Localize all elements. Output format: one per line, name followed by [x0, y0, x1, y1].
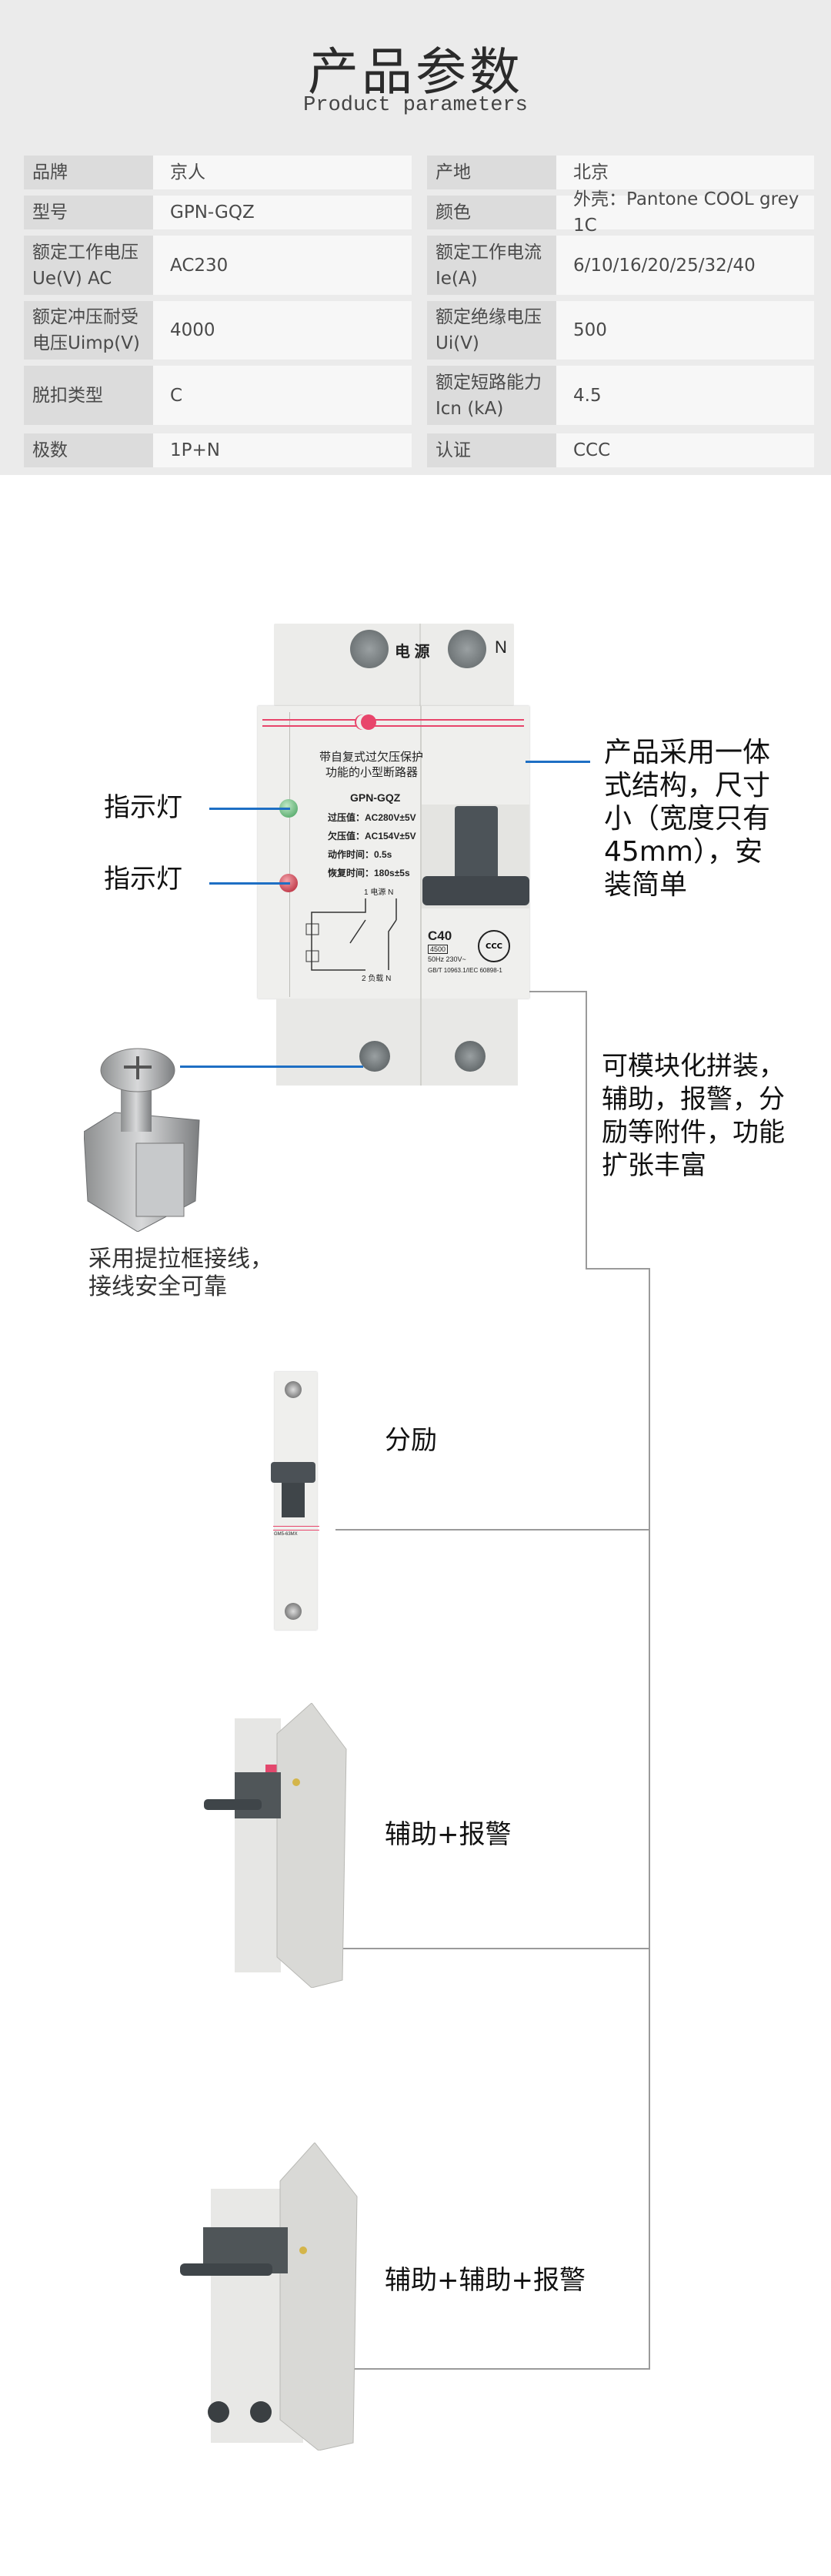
brand-logo — [361, 714, 376, 730]
device-description: 带自复式过欠压保护 — [319, 751, 424, 764]
param-value: CCC — [556, 433, 814, 467]
param-label: 产地 — [427, 156, 556, 189]
accessory-shunt-photo: GM5-63MX — [271, 1372, 326, 1630]
modular-note: 可模块化拼装，辅助，报警，分励等附件，功能扩张丰富 — [602, 1051, 785, 1181]
param-value: AC230 — [153, 236, 412, 295]
breaker-photo: 电 源 N 带自复式过欠压保护 功能的小型断路器 GPN-GQZ 过压值：AC2… — [258, 624, 529, 1086]
param-label: 认证 — [427, 433, 556, 467]
device-top-n: N — [495, 637, 507, 657]
brand-stripe — [262, 719, 524, 727]
diagram-label: 2 负载 N — [362, 975, 392, 983]
param-label: 颜色 — [427, 196, 556, 229]
accessory-label: 辅助+报警 — [385, 1819, 512, 1850]
indicator-label: 指示灯 — [104, 864, 182, 895]
accessory-label: 辅助+辅助+报警 — [385, 2265, 586, 2296]
terminal-note: 采用提拉框接线，接线安全可靠 — [88, 1246, 273, 1300]
param-value: 外壳：Pantone COOL grey 1C — [556, 189, 814, 236]
device-spec: 动作时间：0.5s — [328, 849, 392, 860]
device-spec: 欠压值：AC154V±5V — [328, 831, 416, 841]
bracket-line — [649, 1268, 650, 2370]
param-label: 额定短路能力 Icn (kA) — [427, 366, 556, 425]
device-standard: GB/T 10963.1/IEC 60898-1 — [428, 967, 502, 974]
param-value: 1P+N — [153, 433, 412, 467]
accessory-label: 分励 — [385, 1425, 437, 1456]
device-freq: 50Hz 230V~ — [428, 955, 466, 963]
screw-icon — [448, 630, 486, 668]
param-label: 品牌 — [24, 156, 153, 189]
param-value: 京人 — [153, 156, 412, 189]
leader-line — [180, 1066, 363, 1068]
accessory-aux-alarm-photo — [204, 1703, 347, 1988]
param-value: 6/10/16/20/25/32/40 — [556, 236, 814, 295]
param-label: 额定绝缘电压 Ui(V) — [427, 301, 556, 360]
bracket-line — [335, 1529, 650, 1531]
cage-terminal-photo — [84, 1048, 200, 1232]
bracket-line — [335, 1948, 650, 1949]
param-label: 型号 — [24, 196, 153, 229]
param-value: C — [153, 366, 412, 425]
page-subtitle: Product parameters — [303, 94, 528, 117]
param-value: 北京 — [556, 156, 814, 189]
breaker-handle — [455, 806, 498, 887]
param-value: 4.5 — [556, 366, 814, 425]
bracket-line — [529, 991, 587, 992]
indicator-label: 指示灯 — [104, 792, 182, 823]
screw-icon — [359, 1041, 390, 1072]
page-title: 产品参数 — [308, 42, 523, 102]
circuit-diagram-icon — [305, 898, 397, 971]
device-spec: 恢复时间：180s±5s — [328, 868, 410, 878]
leader-line — [209, 808, 290, 810]
screw-icon — [350, 630, 389, 668]
device-top-label: 电 源 — [395, 644, 430, 661]
leader-line — [526, 761, 590, 763]
param-value: 4000 — [153, 301, 412, 360]
accessory-model: GM5-63MX — [274, 1532, 298, 1537]
param-label: 额定工作电流 Ie(A) — [427, 236, 556, 295]
param-label: 额定工作电压 Ue(V) AC — [24, 236, 153, 295]
param-value: 500 — [556, 301, 814, 360]
compact-design-note: 产品采用一体式结构，尺寸小（宽度只有45mm），安装简单 — [604, 737, 771, 901]
device-description: 功能的小型断路器 — [325, 766, 419, 779]
bracket-line — [344, 2368, 650, 2370]
screw-icon — [455, 1041, 486, 1072]
param-label: 额定冲压耐受 电压Uimp(V) — [24, 301, 153, 360]
bracket-line — [586, 991, 587, 1270]
leader-line — [209, 882, 290, 885]
device-model: GPN-GQZ — [350, 791, 401, 804]
accessory-double-aux-alarm-photo — [180, 2143, 358, 2451]
device-icn: 4500 — [428, 945, 449, 954]
ccc-mark-icon: CCC — [478, 930, 510, 962]
diagram-label: 1 电源 N — [364, 888, 394, 897]
param-label: 脱扣类型 — [24, 366, 153, 425]
bracket-line — [586, 1268, 650, 1270]
param-label: 极数 — [24, 433, 153, 467]
param-value: GPN-GQZ — [153, 196, 412, 229]
device-spec: 过压值：AC280V±5V — [328, 812, 416, 823]
device-rating: C40 — [428, 928, 452, 943]
